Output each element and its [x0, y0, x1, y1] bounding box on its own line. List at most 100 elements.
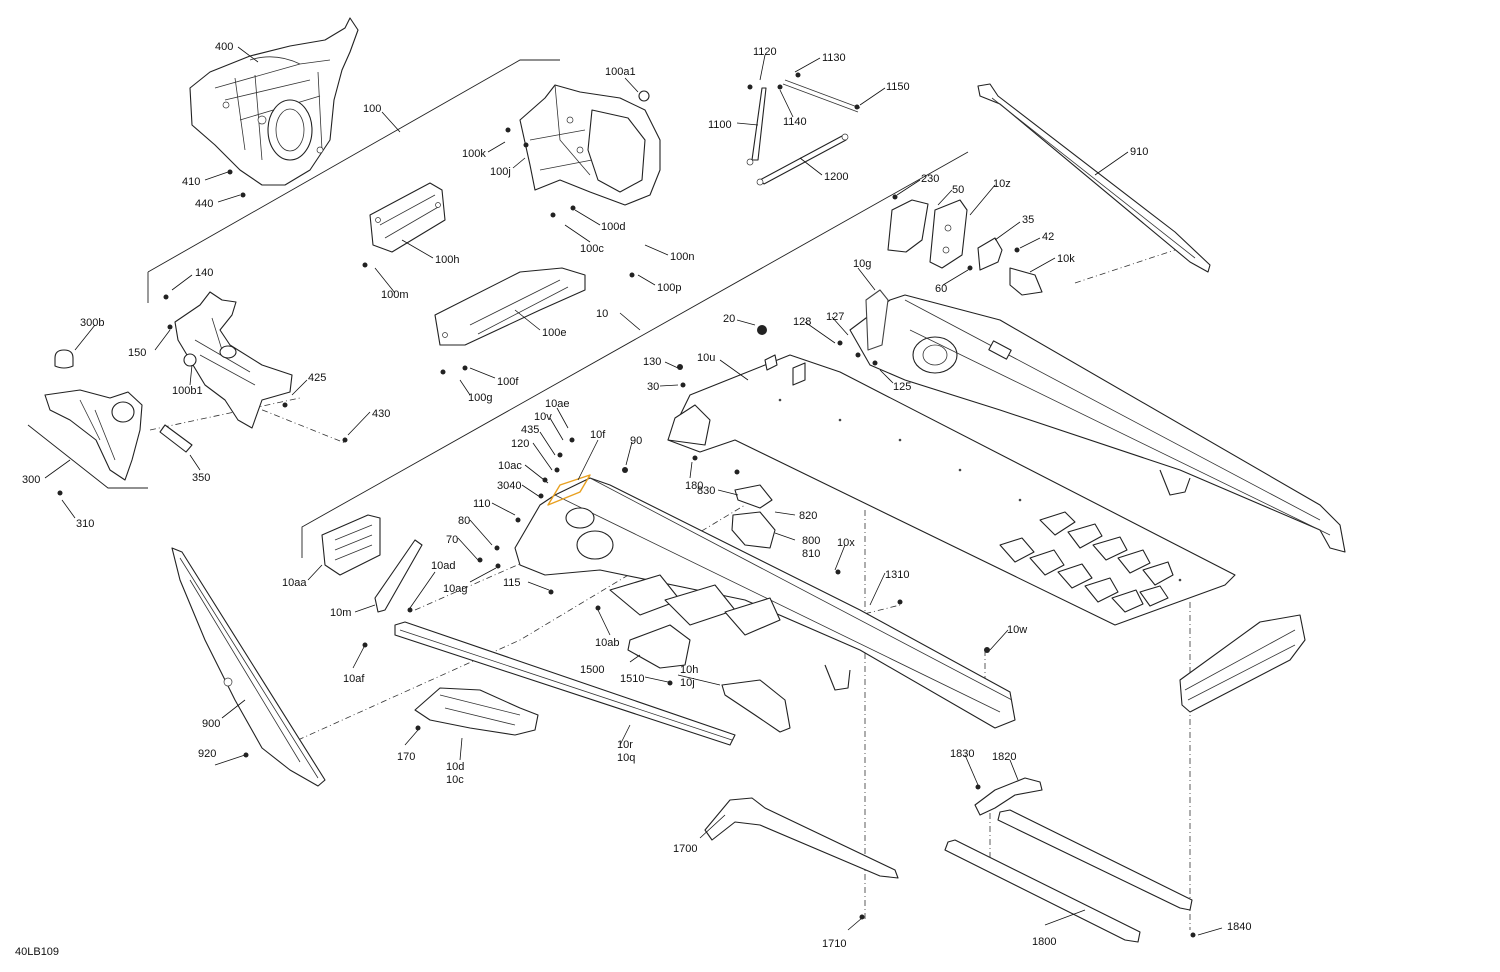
- callout-1830: 1830: [950, 748, 974, 760]
- tunnel-panel: [667, 354, 1236, 626]
- callout-20: 20: [723, 313, 735, 325]
- callout-10u: 10u: [697, 352, 715, 364]
- callout-30: 30: [647, 381, 659, 393]
- callout-180: 180: [685, 480, 703, 492]
- callout-100b1: 100b1: [172, 385, 203, 397]
- callout-10: 10: [596, 308, 608, 320]
- footrest-10d: [414, 687, 539, 736]
- callout-10g: 10g: [853, 258, 871, 270]
- callout-125: 125: [893, 381, 911, 393]
- chassis-rail-left: [514, 474, 1016, 729]
- callout-100n: 100n: [670, 251, 694, 263]
- callout-80: 80: [458, 515, 470, 527]
- callout-1130: 1130: [822, 52, 846, 64]
- callout-910: 910: [1130, 146, 1148, 158]
- callout-430: 430: [372, 408, 390, 420]
- callout-10f: 10f: [590, 429, 606, 441]
- callout-10q: 10q: [617, 752, 635, 764]
- callout-230: 230: [921, 173, 939, 185]
- running-board-10r: [394, 621, 736, 746]
- callout-130: 130: [643, 356, 661, 368]
- callout-10x: 10x: [837, 537, 855, 549]
- tunnel-cutouts: [999, 511, 1174, 613]
- callout-70: 70: [446, 534, 458, 546]
- callout-10v: 10v: [534, 411, 552, 423]
- callout-10w: 10w: [1007, 624, 1027, 636]
- bulkhead-400: [189, 17, 359, 186]
- callout-410: 410: [182, 176, 200, 188]
- callout-1310: 1310: [885, 569, 909, 581]
- callout-10z: 10z: [993, 178, 1011, 190]
- callout-1200: 1200: [824, 171, 848, 183]
- callout-350: 350: [192, 472, 210, 484]
- callout-50: 50: [952, 184, 964, 196]
- a-bar-900: [171, 547, 326, 787]
- callout-10d: 10d: [446, 761, 464, 773]
- callout-810: 810: [802, 548, 820, 560]
- callout-425: 425: [308, 372, 326, 384]
- group-frame-lines: [27, 59, 969, 558]
- plate-100h: [369, 182, 446, 253]
- callout-10aa: 10aa: [282, 577, 307, 589]
- callout-10af: 10af: [343, 673, 365, 685]
- callout-10ac: 10ac: [498, 460, 522, 472]
- callout-100h: 100h: [435, 254, 459, 266]
- steering-bracket: [174, 291, 293, 429]
- callout-115: 115: [503, 577, 521, 589]
- callout-10ad: 10ad: [431, 560, 455, 572]
- callout-150: 150: [128, 347, 146, 359]
- rear-bumper-end: [1179, 614, 1306, 713]
- callout-100m: 100m: [381, 289, 409, 301]
- callout-100f: 100f: [497, 376, 519, 388]
- callout-127: 127: [826, 311, 844, 323]
- callout-100: 100: [363, 103, 381, 115]
- bar-910: [977, 83, 1211, 273]
- bulkhead-100: [519, 84, 661, 206]
- callout-42: 42: [1042, 231, 1054, 243]
- callout-100d: 100d: [601, 221, 625, 233]
- callout-labels: 400 100 410 440 100a1 100k 100j 100d 100…: [22, 41, 1251, 950]
- callout-1710: 1710: [822, 938, 846, 950]
- spindle-300: [44, 349, 193, 481]
- small-plates: [321, 484, 791, 733]
- callout-120: 120: [511, 438, 529, 450]
- callout-100g: 100g: [468, 392, 492, 404]
- callout-1120: 1120: [753, 46, 777, 58]
- callout-10j: 10j: [680, 677, 695, 689]
- fasteners: [57, 72, 1196, 938]
- callout-1500: 1500: [580, 664, 604, 676]
- brackets-right: [887, 199, 1043, 296]
- callout-10ag: 10ag: [443, 583, 467, 595]
- callout-100j: 100j: [490, 166, 511, 178]
- callout-435: 435: [521, 424, 539, 436]
- callout-1140: 1140: [783, 116, 807, 128]
- callout-100e: 100e: [542, 327, 566, 339]
- callout-100c: 100c: [580, 243, 604, 255]
- callout-300b: 300b: [80, 317, 104, 329]
- bottom-rails: [704, 777, 1193, 943]
- callout-1800: 1800: [1032, 936, 1056, 948]
- callout-60: 60: [935, 283, 947, 295]
- callout-140: 140: [195, 267, 213, 279]
- diagram-reference-code: 40LB109: [15, 946, 59, 958]
- steering-rods: [746, 79, 861, 186]
- callout-1820: 1820: [992, 751, 1016, 763]
- callout-1100: 1100: [708, 119, 732, 131]
- callout-100p: 100p: [657, 282, 681, 294]
- leader-lines: [44, 46, 1223, 936]
- callout-10ae: 10ae: [545, 398, 569, 410]
- callout-1150: 1150: [886, 81, 910, 93]
- callout-1510: 1510: [620, 673, 644, 685]
- callout-90: 90: [630, 435, 642, 447]
- chassis-rail-right: [849, 289, 1346, 553]
- callout-830: 830: [697, 485, 715, 497]
- bracket-100e: [434, 267, 586, 346]
- callout-10m: 10m: [330, 607, 351, 619]
- callout-1700: 1700: [673, 843, 697, 855]
- callout-10k: 10k: [1057, 253, 1075, 265]
- callout-400: 400: [215, 41, 233, 53]
- callout-440: 440: [195, 198, 213, 210]
- callout-110: 110: [473, 498, 491, 510]
- callout-35: 35: [1022, 214, 1034, 226]
